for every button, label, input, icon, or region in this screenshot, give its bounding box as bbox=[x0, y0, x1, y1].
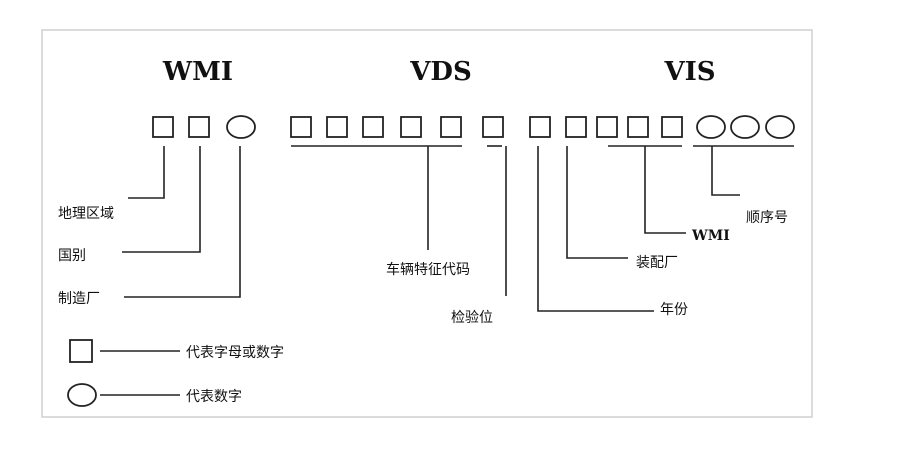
legend: 代表字母或数字 代表数字 bbox=[67, 339, 284, 407]
wmi-heading: WMI bbox=[162, 57, 233, 87]
manufacturer-label: 制造厂 bbox=[58, 291, 100, 307]
region-connector bbox=[128, 146, 165, 199]
char-box bbox=[529, 116, 551, 138]
char-box bbox=[565, 116, 587, 138]
manufacturer-connector bbox=[124, 146, 241, 298]
char-circle bbox=[730, 115, 760, 139]
char-circle bbox=[765, 115, 795, 139]
char-box bbox=[326, 116, 348, 138]
char-box bbox=[482, 116, 504, 138]
legend-square-icon bbox=[69, 339, 93, 363]
vis-wmi-connector bbox=[644, 146, 686, 234]
serial-number-label: 顺序号 bbox=[746, 210, 788, 226]
serial-connector bbox=[711, 146, 740, 196]
char-circle bbox=[696, 115, 726, 139]
char-box bbox=[188, 116, 210, 138]
char-box bbox=[627, 116, 649, 138]
char-box bbox=[400, 116, 422, 138]
country-label: 国别 bbox=[58, 248, 86, 264]
vis-characters bbox=[529, 115, 795, 139]
legend-circle-icon bbox=[67, 383, 97, 407]
assembly-plant-connector bbox=[566, 146, 628, 259]
vehicle-features-label: 车辆特征代码 bbox=[386, 261, 470, 278]
char-box bbox=[596, 116, 618, 138]
wmi-characters bbox=[152, 115, 256, 139]
vis-heading: VIS bbox=[663, 57, 715, 87]
diagram-frame bbox=[41, 29, 813, 418]
check-digit-label: 检验位 bbox=[451, 310, 493, 326]
char-box bbox=[440, 116, 462, 138]
vds-heading: VDS bbox=[409, 57, 472, 87]
char-box bbox=[290, 116, 312, 138]
connector-lines bbox=[122, 145, 794, 312]
legend-square-text: 代表字母或数字 bbox=[186, 345, 284, 361]
char-box bbox=[152, 116, 174, 138]
vds-characters bbox=[290, 116, 504, 138]
region-label: 地理区域 bbox=[58, 206, 114, 222]
vis-wmi-label: WMI bbox=[691, 228, 730, 244]
char-box bbox=[661, 116, 683, 138]
char-box bbox=[362, 116, 384, 138]
model-year-label: 年份 bbox=[660, 302, 688, 318]
char-circle bbox=[226, 115, 256, 139]
assembly-plant-label: 装配厂 bbox=[636, 255, 678, 271]
legend-circle-text: 代表数字 bbox=[186, 389, 242, 405]
model-year-connector bbox=[537, 146, 654, 312]
country-connector bbox=[122, 146, 201, 253]
